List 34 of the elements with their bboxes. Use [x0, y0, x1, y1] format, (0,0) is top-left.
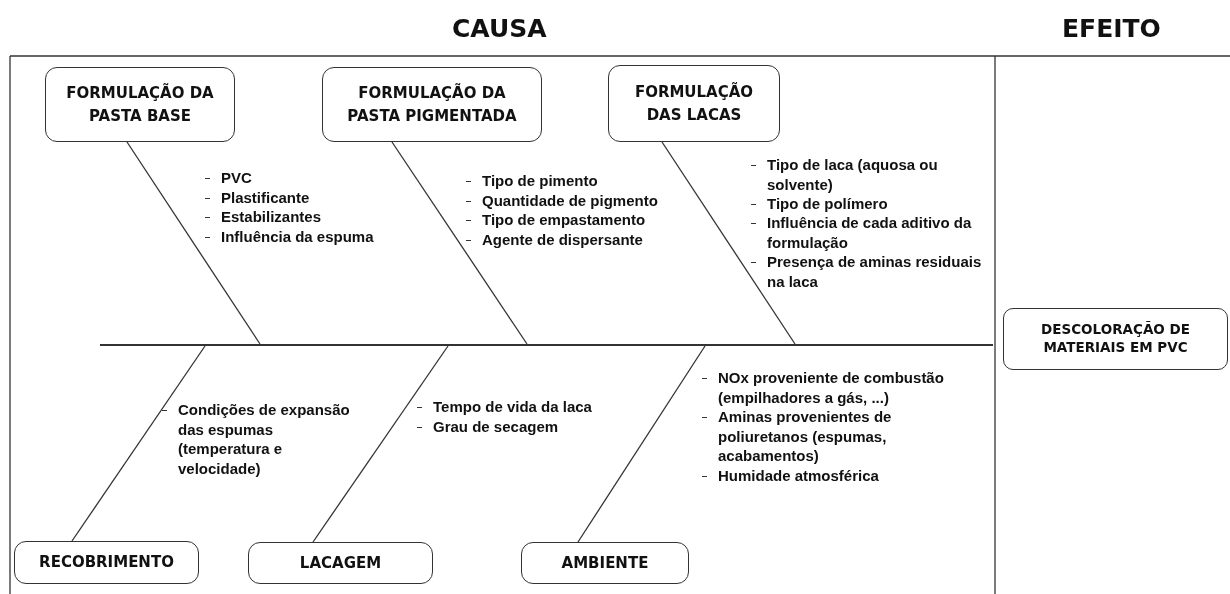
bone-line: [391, 141, 528, 345]
effect-box: DESCOLORAÇÃO DE MATERIAIS EM PVC: [1003, 308, 1228, 370]
cause-item: Quantidade de pigmento: [482, 192, 658, 209]
cause-box: RECOBRIMENTO: [14, 541, 199, 584]
cause-item: Condições de expansão das espumas (temperatura e velocidade): [178, 401, 350, 477]
cause-item: NOx proveniente de combustão (empilhadores a gás, ...): [718, 369, 944, 406]
cause-item: Agente de dispersante: [482, 231, 643, 248]
bone-line: [126, 141, 261, 345]
cause-item: Tipo de laca (aquosa ou solvente): [767, 156, 938, 193]
cause-item: PVC: [221, 169, 252, 186]
bone-line: [577, 345, 706, 543]
cause-box: FORMULAÇÃO DA PASTA BASE: [45, 67, 235, 142]
cause-item: Estabilizantes: [221, 208, 322, 225]
section-heading: CAUSA: [452, 14, 547, 43]
cause-box: FORMULAÇÃO DAS LACAS: [608, 65, 780, 142]
cause-item: Tipo de polímero: [767, 195, 888, 212]
bone-line: [71, 345, 206, 542]
cause-item: Humidade atmosférica: [718, 467, 879, 484]
cause-item: Tempo de vida da laca: [433, 398, 592, 415]
bone-line: [312, 345, 449, 543]
bone-line: [661, 141, 796, 345]
cause-item: Influência de cada aditivo da formulação: [767, 214, 972, 251]
cause-box: LACAGEM: [248, 542, 433, 584]
cause-item: Influência da espuma: [221, 228, 374, 245]
cause-item: Tipo de pimento: [482, 172, 598, 189]
cause-item: Presença de aminas residuais na laca: [767, 253, 982, 290]
cause-item: Tipo de empastamento: [482, 211, 646, 228]
cause-box: AMBIENTE: [521, 542, 689, 584]
cause-box: FORMULAÇÃO DA PASTA PIGMENTADA: [322, 67, 542, 142]
cause-item: Aminas provenientes de poliuretanos (espumas, acabamentos): [718, 408, 892, 464]
section-heading: EFEITO: [1062, 14, 1161, 43]
spine-line: [100, 344, 993, 346]
cause-item: Plastificante: [221, 189, 310, 206]
cause-item: Grau de secagem: [433, 418, 559, 435]
